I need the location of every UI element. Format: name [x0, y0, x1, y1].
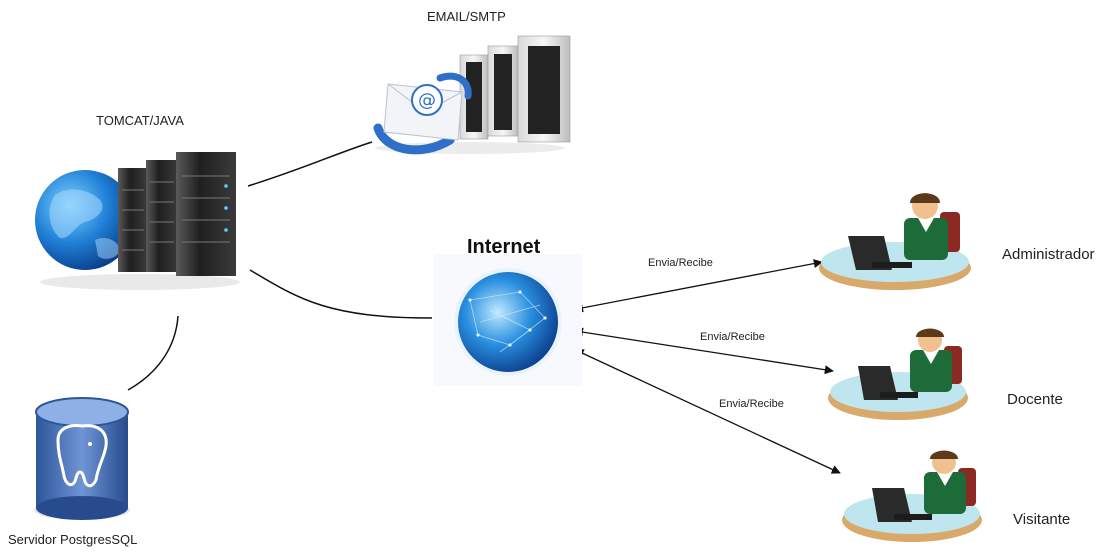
svg-text:@: @ [418, 90, 436, 111]
globe-icon [35, 170, 135, 270]
role-label-visitante: Visitante [1013, 511, 1071, 528]
tomcat-node [35, 152, 240, 290]
postgresql-database-icon [34, 397, 130, 520]
internet-node [434, 254, 582, 386]
edge-label-visitante: Envia/Recibe [719, 398, 784, 410]
edge-label-docente: Envia/Recibe [700, 331, 765, 343]
server-rack-icon [118, 152, 236, 276]
edge-tomcat-database [127, 315, 179, 391]
server-rack-icon [459, 35, 571, 143]
user-at-desk-icon [828, 328, 968, 420]
email-node-label: EMAIL/SMTP [427, 9, 506, 24]
edge-internet-administrador [573, 259, 823, 313]
edge-label-administrador: Envia/Recibe [648, 257, 713, 269]
user-at-desk-icon [819, 193, 971, 290]
internet-node-label: Internet [467, 236, 541, 258]
edge-tomcat-internet [249, 269, 433, 319]
user-at-desk-icon [842, 450, 982, 542]
role-label-administrador: Administrador [1002, 246, 1095, 263]
email-node: @ [373, 35, 571, 155]
internet-globe-icon [454, 268, 562, 376]
edge-tomcat-email [247, 141, 373, 187]
email-envelope-icon: @ [373, 72, 472, 155]
database-node-label: Servidor PostgresSQL [8, 532, 138, 547]
role-label-docente: Docente [1007, 391, 1063, 408]
tomcat-node-label: TOMCAT/JAVA [96, 113, 184, 128]
edge-internet-visitante [574, 349, 841, 474]
